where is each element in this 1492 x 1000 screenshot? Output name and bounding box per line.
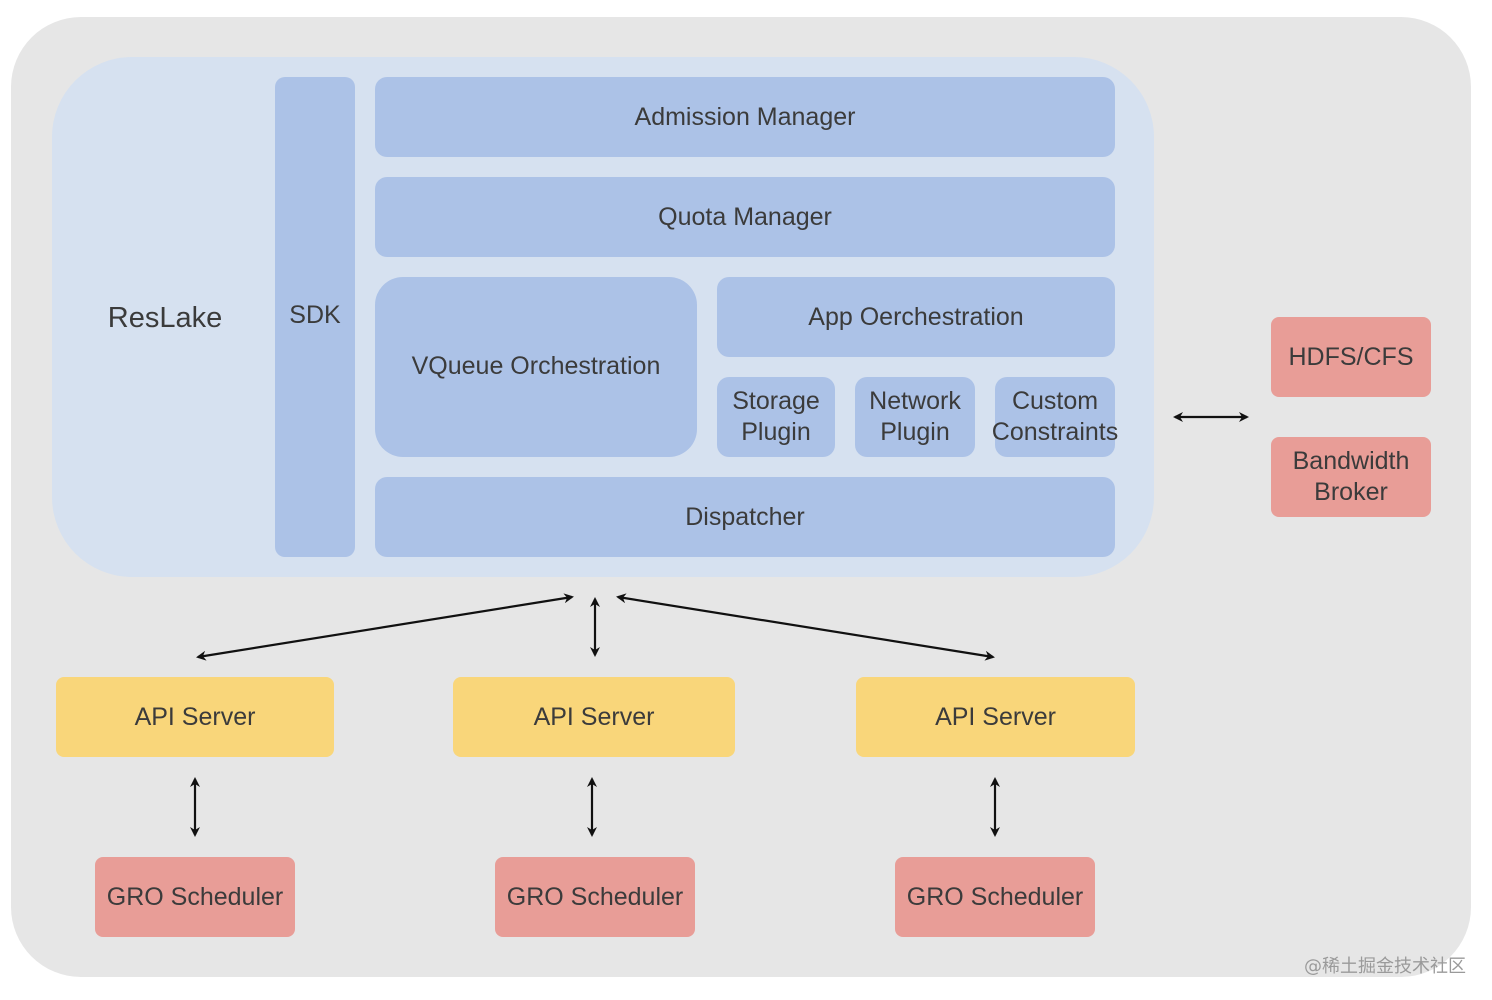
quota-manager-box: Quota Manager bbox=[375, 177, 1115, 257]
sdk-box: SDK bbox=[275, 77, 355, 557]
custom-constraints-label: Custom Constraints bbox=[991, 387, 1119, 446]
api-server-box-3: API Server bbox=[856, 677, 1135, 757]
gro-scheduler-box-1: GRO Scheduler bbox=[95, 857, 295, 937]
reslake-label: ResLake bbox=[107, 301, 223, 334]
gro-scheduler-box-3: GRO Scheduler bbox=[895, 857, 1095, 937]
hdfs-cfs-box: HDFS/CFS bbox=[1271, 317, 1431, 397]
bandwidth-broker-box: Bandwidth Broker bbox=[1271, 437, 1431, 517]
network-plugin-box: Network Plugin bbox=[855, 377, 975, 457]
vqueue-orchestration-label: VQueue Orchestration bbox=[411, 352, 661, 380]
dispatcher-box: Dispatcher bbox=[375, 477, 1115, 557]
storage-plugin-box: Storage Plugin bbox=[717, 377, 835, 457]
sdk-label: SDK bbox=[289, 301, 341, 329]
api-server-box-1: API Server bbox=[56, 677, 334, 757]
arrow-dispatcher-api-3 bbox=[616, 593, 995, 661]
api-server-box-2: API Server bbox=[453, 677, 735, 757]
custom-constraints-box: Custom Constraints bbox=[991, 377, 1119, 457]
arrow-dispatcher-api-1 bbox=[196, 593, 574, 661]
admission-manager-box: Admission Manager bbox=[375, 77, 1115, 157]
vqueue-orchestration-box: VQueue Orchestration bbox=[375, 277, 697, 457]
app-orchestration-box: App Oerchestration bbox=[717, 277, 1115, 357]
gro-scheduler-box-2: GRO Scheduler bbox=[495, 857, 695, 937]
watermark: @稀土掘金技术社区 bbox=[1304, 956, 1466, 977]
